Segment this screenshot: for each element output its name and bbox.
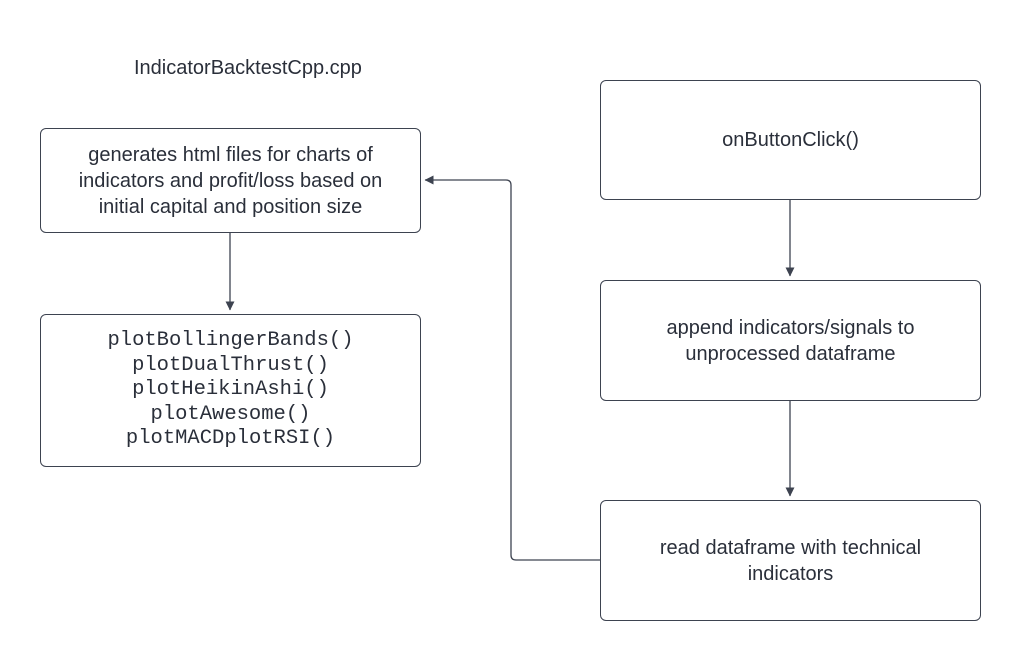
node-append-indicators: append indicators/signals to unprocessed… <box>600 280 981 401</box>
node-read-dataframe-label: read dataframe with technical indicators <box>659 536 922 585</box>
node-append-indicators-label: append indicators/signals to unprocessed… <box>666 316 915 365</box>
arrow-read-to-generates <box>424 175 600 561</box>
node-generates-html-label: generates html files for charts of indic… <box>78 143 383 218</box>
node-read-dataframe: read dataframe with technical indicators <box>600 500 981 621</box>
node-generates-html: generates html files for charts of indic… <box>40 128 421 233</box>
node-on-button-click: onButtonClick() <box>600 80 981 200</box>
node-plot-functions-label: plotBollingerBands() plotDualThrust() pl… <box>107 329 354 451</box>
node-on-button-click-label: onButtonClick() <box>722 129 859 151</box>
node-plot-functions: plotBollingerBands() plotDualThrust() pl… <box>40 314 421 467</box>
diagram-file-title: IndicatorBacktestCpp.cpp <box>134 57 362 79</box>
